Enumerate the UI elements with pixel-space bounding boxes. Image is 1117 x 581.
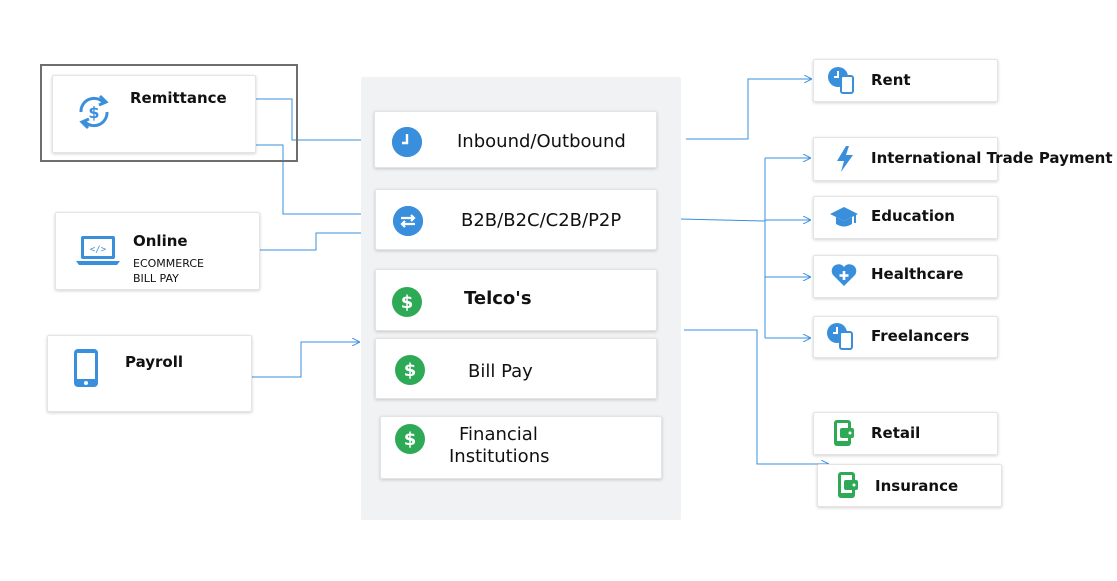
dollar-icon: $ <box>395 424 425 454</box>
connector-payroll-center <box>252 342 359 378</box>
graduation-cap-icon <box>829 203 858 231</box>
connector-online-b2b <box>260 233 372 251</box>
svg-text:</>: </> <box>90 245 107 255</box>
wallet-phone-icon <box>832 419 860 447</box>
online-label: Online <box>133 232 188 250</box>
telco-label: Telco's <box>464 288 532 309</box>
healthcare-label: Healthcare <box>871 265 964 283</box>
remittance-card[interactable] <box>52 75 256 153</box>
billpay-label: Bill Pay <box>468 361 533 382</box>
retail-label: Retail <box>871 424 921 442</box>
clock-icon <box>392 127 422 157</box>
b2b-label: B2B/B2C/C2B/P2P <box>461 210 622 231</box>
dollar-cycle-icon: $ <box>73 90 115 134</box>
freelancers-label: Freelancers <box>871 327 970 345</box>
insurance-card[interactable] <box>817 464 1002 507</box>
connector-telco-insurance <box>684 329 828 464</box>
online-sub-billpay: BILL PAY <box>133 272 179 285</box>
connector-b2b-group <box>679 218 766 222</box>
dollar-icon: $ <box>392 287 422 317</box>
financial-label-line2: Institutions <box>449 446 550 467</box>
remittance-label: Remittance <box>130 89 227 107</box>
trade-label: International Trade Payment <box>871 149 1113 167</box>
wallet-phone-icon <box>836 471 864 499</box>
insurance-label: Insurance <box>875 477 959 495</box>
rent-label: Rent <box>871 71 911 89</box>
mobile-phone-icon <box>73 348 99 388</box>
exchange-arrows-icon <box>393 206 423 236</box>
education-label: Education <box>871 207 955 225</box>
online-sub-ecommerce: ECOMMERCE <box>133 257 204 270</box>
connector-inbound-rent <box>686 79 811 140</box>
clock-phone-icon <box>827 66 855 94</box>
payroll-label: Payroll <box>125 353 184 371</box>
inbound-label: Inbound/Outbound <box>457 131 626 152</box>
dollar-icon: $ <box>395 355 425 385</box>
heart-plus-icon <box>830 261 858 289</box>
svg-text:$: $ <box>88 103 99 122</box>
financial-card[interactable] <box>380 416 662 479</box>
remittance-selection-outline <box>40 64 298 162</box>
laptop-code-icon: </> <box>75 234 121 268</box>
clock-phone-icon <box>826 322 854 350</box>
telco-card[interactable] <box>375 269 657 331</box>
financial-label-line1: Financial <box>459 424 538 445</box>
lightning-icon <box>832 145 860 173</box>
